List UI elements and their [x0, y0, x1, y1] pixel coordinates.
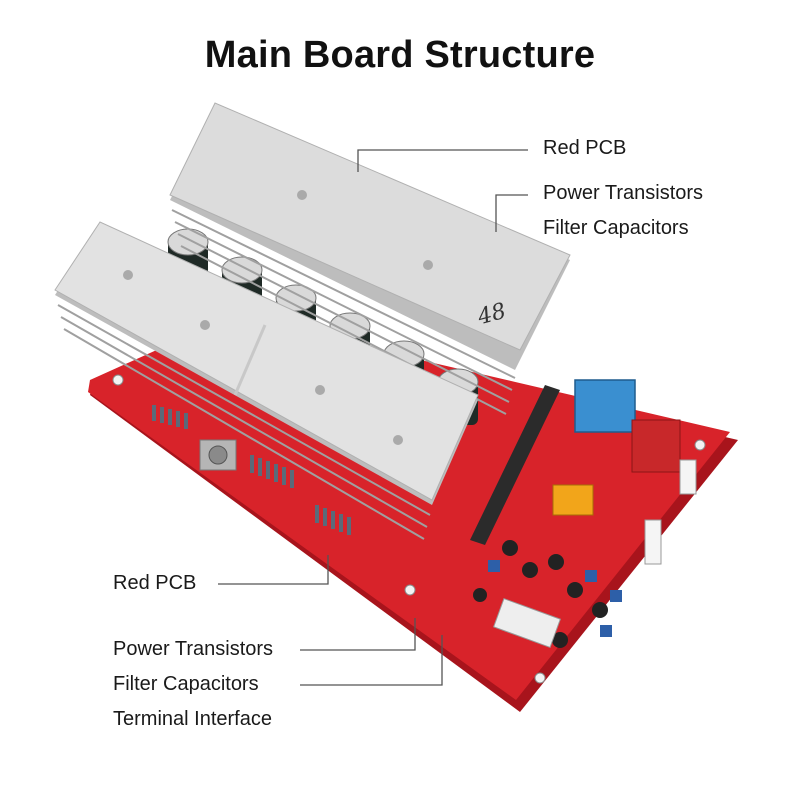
- relay: [552, 484, 594, 516]
- callout-right-red-pcb: Red PCB: [543, 137, 627, 159]
- callout-left-red-pcb: Red PCB: [113, 572, 197, 594]
- diagram-title: Main Board Structure: [204, 34, 596, 76]
- callout-right-filter-capacitors: Filter Capacitors: [543, 217, 689, 239]
- callout-left-terminal-interface: Terminal Interface: [113, 708, 272, 730]
- heatsinks: [54, 102, 571, 540]
- transformer: [574, 379, 636, 433]
- callout-left-filter-capacitors: Filter Capacitors: [113, 673, 259, 695]
- callout-left-power-transistors: Power Transistors: [113, 638, 274, 660]
- callout-right-power-transistors: Power Transistors: [543, 182, 704, 204]
- leader-lines: [218, 149, 528, 686]
